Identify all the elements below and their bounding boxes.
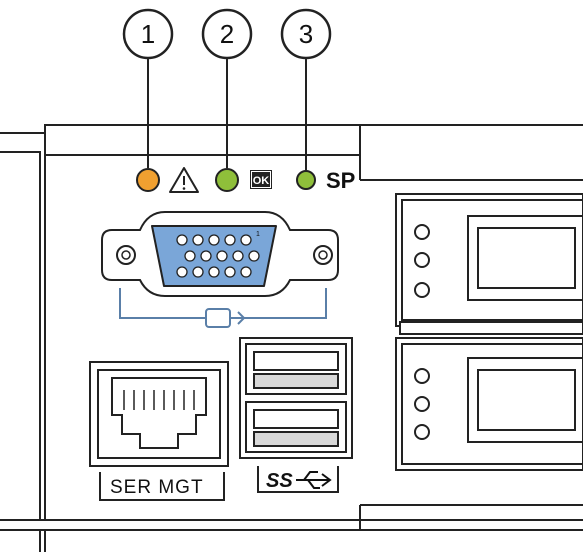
usb-ports — [239, 337, 353, 493]
module-divider — [399, 321, 583, 335]
callout-2-number: 2 — [220, 19, 234, 49]
ser-mgt-port — [89, 361, 229, 501]
power-ok-led — [215, 168, 239, 192]
callout-1: 1 — [122, 8, 174, 168]
ser-mgt-label: SER MGT — [110, 477, 204, 498]
service-required-led — [136, 168, 160, 192]
callout-2: 2 — [201, 8, 253, 168]
network-module-lower — [395, 337, 583, 471]
callout-3: 3 — [280, 8, 332, 170]
sp-led — [296, 170, 316, 190]
vga-pin-one-label: 1 — [256, 231, 260, 238]
network-module-upper — [395, 193, 583, 327]
ok-badge-label: OK — [253, 175, 270, 187]
usb-label: SS — [266, 470, 293, 492]
sp-label: SP — [326, 168, 355, 193]
ok-badge — [250, 170, 272, 189]
usb-superspeed-icon: SS — [266, 470, 332, 492]
vga-pins — [176, 234, 260, 278]
monitor-symbol-icon — [119, 288, 327, 328]
callout-1-number: 1 — [141, 19, 155, 49]
warning-triangle-icon — [169, 167, 199, 193]
vga-port: 1 — [101, 211, 339, 297]
callout-3-number: 3 — [299, 19, 313, 49]
chassis-frame — [0, 124, 583, 552]
